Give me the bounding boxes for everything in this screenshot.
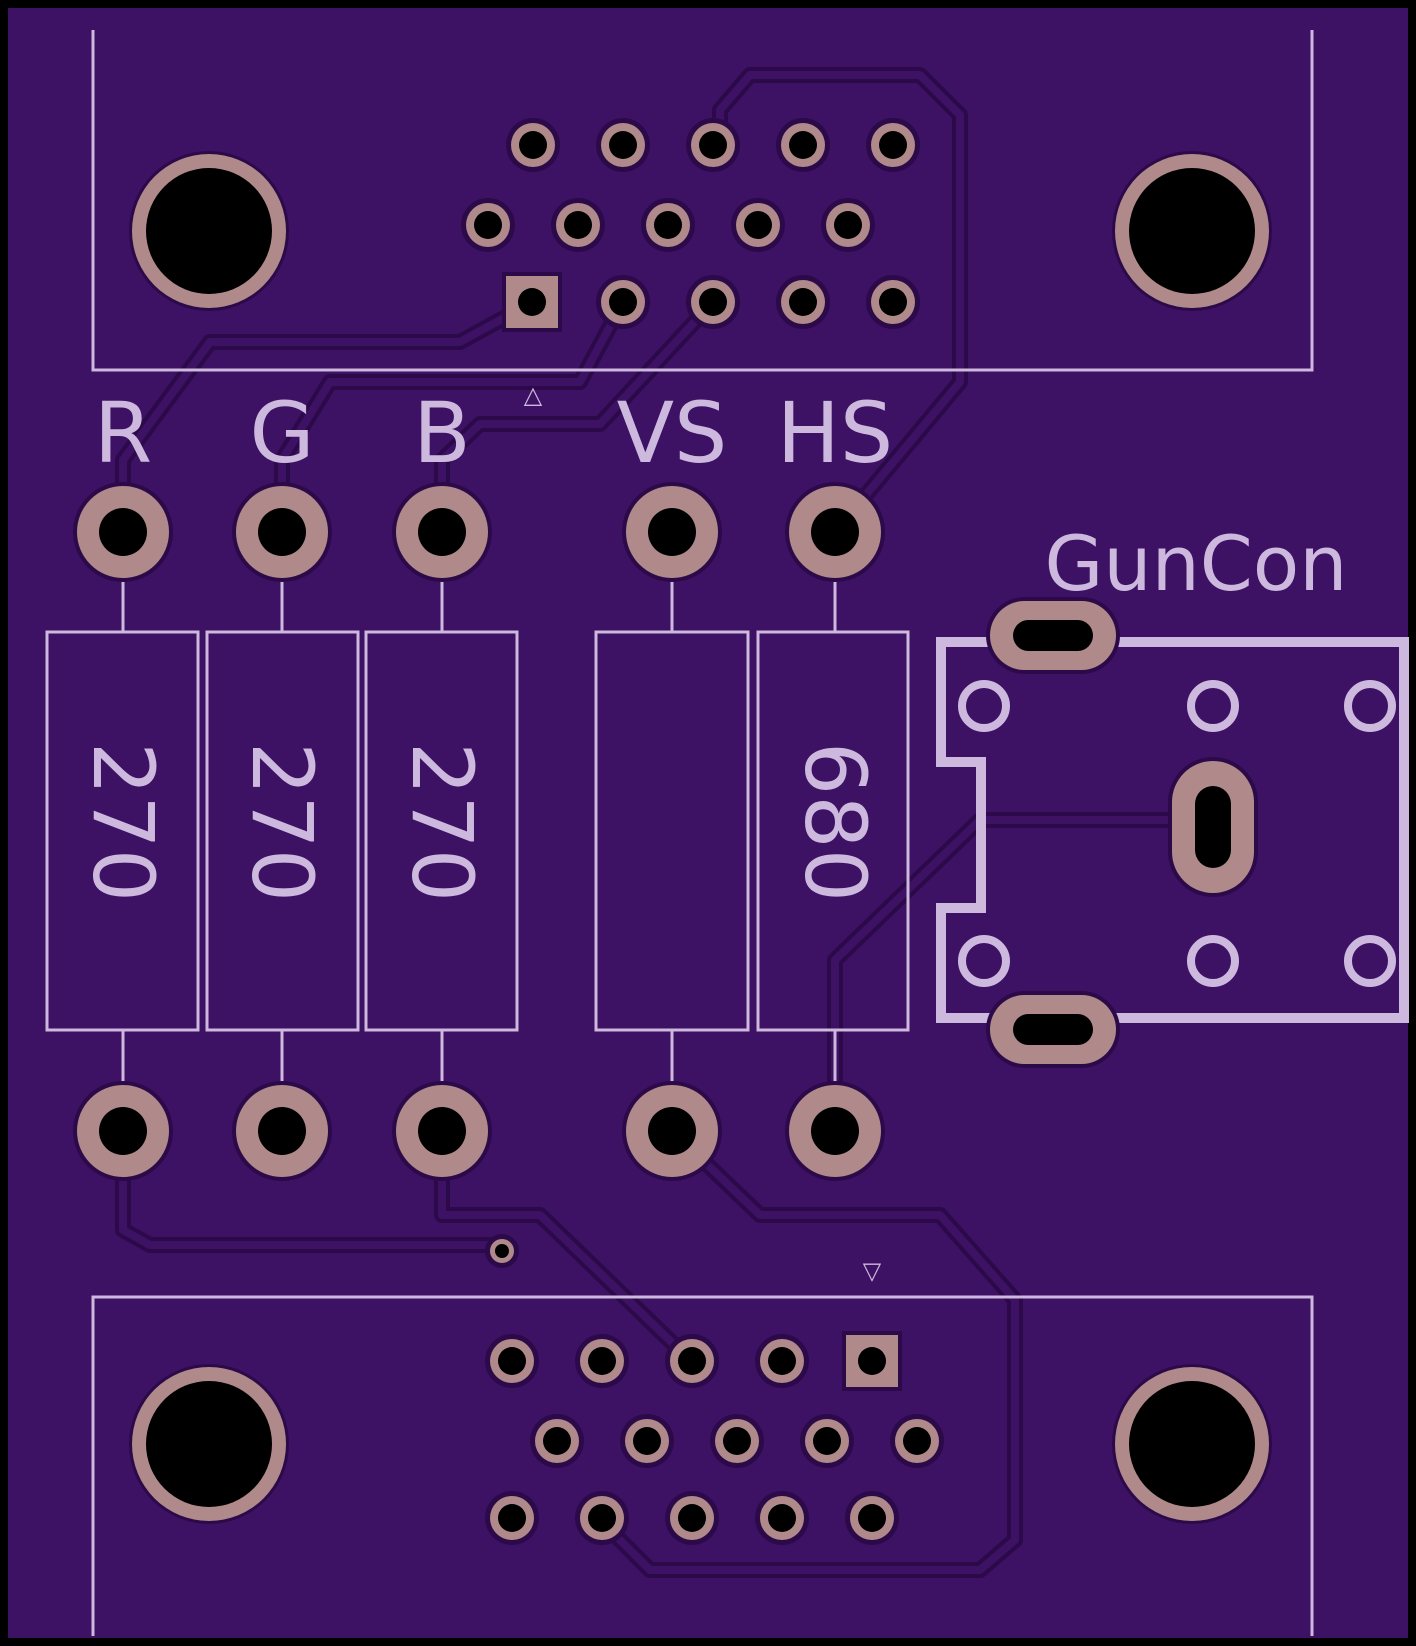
signal-labels: R G B VS HS [94,384,893,482]
pin-1-square-pad [502,272,562,332]
via [485,1234,519,1268]
resistor-pad [392,1081,492,1181]
resistor-pad [73,482,173,582]
resistor-hs: 680 [756,482,910,1181]
vga-connector-bottom: ▽ [91,1257,1314,1636]
label-vs: VS [617,384,728,482]
mounting-hole [1112,1364,1272,1524]
pin1-marker-bottom: ▽ [863,1257,882,1285]
label-hs: HS [777,384,893,482]
resistor-vs [594,482,750,1181]
pin1-marker-top: △ [524,381,543,409]
pin-row [502,272,920,332]
resistor-pad [392,482,492,582]
resistor-b: 270 [364,482,519,1181]
label-r: R [94,384,152,482]
resistor-value: 270 [233,742,331,902]
resistor-pad [622,1081,722,1181]
vga-connector-top: △ [91,30,1314,409]
resistor-pad [73,1081,173,1181]
label-g: G [249,384,314,482]
resistor-pad [785,482,885,582]
label-b: B [413,384,471,482]
resistor-r: 270 [45,482,200,1181]
jack-slot-bottom [986,991,1120,1068]
jack-slot-center [1168,757,1258,897]
resistor-pad [232,1081,332,1181]
resistor-pad [785,1081,885,1181]
resistor-pad [232,482,332,582]
pin-row [485,1331,902,1391]
resistor-value: 270 [393,742,491,902]
jack-silk-holes [958,680,1396,987]
mounting-hole [129,151,289,311]
guncon-jack: GunCon [936,519,1409,1068]
mounting-hole [1112,151,1272,311]
resistor-value: 680 [786,742,884,902]
mounting-hole [129,1364,289,1524]
pin-1-square-pad [842,1331,902,1391]
jack-slot-top [986,597,1120,674]
resistor-value: 270 [74,742,172,902]
label-guncon: GunCon [1045,519,1348,608]
resistor-pad [622,482,722,582]
resistor-g: 270 [205,482,360,1181]
